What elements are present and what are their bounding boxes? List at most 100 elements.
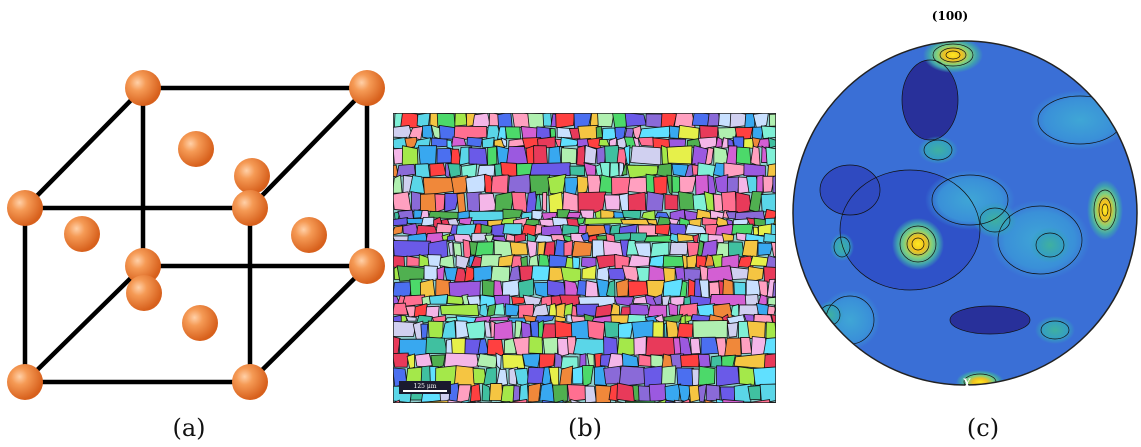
grain-cell: [456, 192, 467, 214]
grain-cell: [654, 223, 671, 236]
grain-cell: [603, 321, 621, 339]
face-atom: [126, 275, 162, 311]
grain-cell: [670, 296, 686, 307]
grain-cell: [549, 128, 557, 139]
density-region: [820, 165, 880, 215]
grain-cell: [514, 233, 527, 243]
grain-cell: [668, 302, 679, 316]
grain-cell: [662, 255, 685, 268]
grain-cell: [767, 162, 780, 179]
caption-a: (a): [172, 414, 206, 442]
grain-cell: [531, 210, 544, 221]
corner-atom: [125, 70, 161, 106]
grain-cell: [502, 208, 523, 220]
grain-cell: [572, 256, 581, 269]
density-region: [1030, 227, 1070, 263]
grain-cell: [721, 137, 729, 149]
grain-cell: [706, 265, 734, 283]
grain-cell: [729, 110, 747, 128]
corner-atom: [349, 70, 385, 106]
grain-cell: [627, 254, 651, 268]
pole-figure-svg: (100): [792, 9, 1138, 389]
grain-cell: [571, 240, 593, 258]
grain-cell: [721, 191, 737, 212]
grain-cell: [680, 353, 700, 368]
grain-cell: [676, 323, 694, 338]
grain-cell: [743, 138, 754, 149]
grain-cell: [538, 353, 556, 369]
grain-cell: [581, 265, 597, 280]
grain-cell: [724, 337, 742, 357]
grain-cell: [603, 336, 618, 356]
grain-cell: [493, 303, 506, 316]
grain-cell: [749, 255, 769, 267]
corner-atom: [232, 364, 268, 400]
grain-map-svg: 125 μm: [390, 110, 801, 412]
grain-cell: [443, 352, 480, 369]
grain-cell: [509, 241, 529, 256]
grain-cell: [468, 210, 505, 222]
grain-cell: [406, 255, 421, 267]
grain-cell: [621, 161, 628, 176]
grain-cell: [477, 164, 496, 177]
grain-cell: [627, 280, 649, 298]
grain-cell: [507, 173, 531, 194]
grain-cell: [541, 191, 548, 213]
grain-cell: [406, 353, 415, 370]
grain-cell: [529, 162, 571, 177]
grain-cell: [489, 383, 504, 402]
grain-cell: [564, 176, 580, 196]
density-peak: [956, 370, 1004, 385]
grain-cell: [466, 136, 483, 148]
face-atom: [64, 216, 100, 252]
grain-cell: [517, 278, 535, 299]
grain-cell: [661, 365, 677, 385]
grain-cell: [664, 194, 679, 211]
grain-cell: [593, 365, 608, 386]
corner-atom: [125, 248, 161, 284]
grain-cell: [448, 280, 481, 298]
grain-cell: [652, 293, 663, 306]
grain-cell: [707, 174, 717, 195]
grain-cell: [454, 110, 468, 127]
grain-cell: [704, 147, 714, 167]
grain-cell: [679, 176, 697, 194]
grain-cell: [572, 365, 584, 385]
grain-cell: [563, 239, 574, 257]
grain-cell: [490, 174, 509, 194]
grain-cell: [500, 385, 515, 404]
grain-cell: [697, 353, 711, 368]
grain-cell: [747, 385, 762, 401]
grain-cell: [465, 173, 487, 195]
grain-cell: [615, 278, 630, 297]
grain-cell: [490, 265, 511, 283]
grain-cell: [429, 162, 447, 177]
grain-cell: [452, 242, 463, 258]
grain-cell: [533, 145, 549, 166]
grain-cell: [542, 111, 553, 127]
grain-cell: [709, 209, 725, 219]
grain-cell: [648, 254, 666, 268]
grain-cell: [661, 295, 671, 308]
grain-cell: [434, 193, 446, 213]
grain-cell: [428, 294, 449, 305]
grain-cell: [401, 145, 419, 167]
grain-cell: [760, 125, 780, 139]
grain-cell: [391, 352, 409, 368]
grain-cell: [465, 320, 487, 340]
grain-cell: [529, 174, 551, 196]
grain-cell: [584, 217, 625, 225]
fcc-unit-cell-svg: [7, 70, 385, 400]
grain-cell: [645, 336, 678, 356]
grain-cell: [493, 320, 514, 341]
grain-cell: [503, 337, 517, 355]
grain-cell: [743, 163, 766, 177]
grain-cell: [587, 320, 606, 341]
density-region: [1035, 316, 1075, 344]
grain-cell: [665, 320, 680, 339]
grain-cell: [504, 303, 521, 317]
grain-cell: [669, 223, 688, 236]
density-region: [973, 202, 1017, 238]
grain-cell: [609, 224, 622, 235]
grain-cell: [746, 320, 766, 339]
